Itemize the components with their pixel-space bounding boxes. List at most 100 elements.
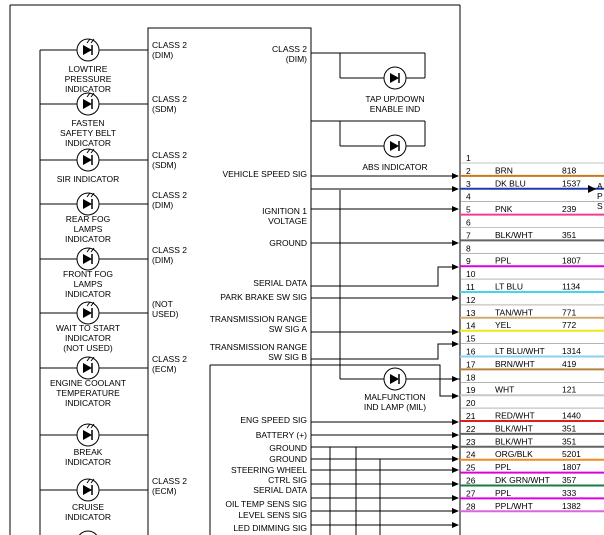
wire-color-label: PPL/WHT [495, 501, 533, 511]
wire-color-label: PPL [495, 256, 511, 266]
wire-color-label: PPL [495, 462, 511, 472]
pin-number: 14 [466, 321, 476, 331]
connector-pin-row: 15 [460, 334, 604, 344]
signal-label: SERIAL DATA [253, 278, 307, 288]
arrow-icon [588, 185, 596, 193]
lamp-circle-partial [78, 530, 98, 535]
wire-color-label: BRN [495, 165, 513, 175]
signal-label: LEVEL SENS SIG [238, 510, 307, 520]
wire-color-label: ORG/BLK [495, 449, 533, 459]
class2-label: CLASS 2(DIM) [152, 245, 187, 265]
diode-symbol [390, 141, 399, 151]
pin-number: 17 [466, 359, 476, 369]
wire-arrow-icon [452, 376, 459, 382]
pin-number: 8 [466, 243, 471, 253]
cluster-module-box [147, 27, 312, 535]
wire-arrow-icon [452, 295, 459, 301]
edge-letter: A [597, 181, 603, 191]
signal-label: ENG SPEED SIG [240, 415, 307, 425]
signal-label: GROUND [269, 443, 307, 453]
indicator-lamp: SIR INDICATOR CLASS 2(SDM) [40, 148, 187, 184]
circuit-number: 357 [562, 475, 576, 485]
wire-color-label: TAN/WHT [495, 307, 533, 317]
wire-arrow-icon [452, 240, 459, 246]
wire-arrow-icon [452, 495, 459, 501]
light-rays [86, 92, 95, 98]
circuit-number: 771 [562, 307, 576, 317]
circuit-number: 1134 [562, 282, 581, 292]
wire-arrow-icon [452, 206, 459, 212]
connector-pin-row: 6 [460, 218, 604, 228]
wire-arrow-icon [452, 481, 459, 487]
wire-color-label: LT BLU/WHT [495, 346, 545, 356]
wire-arrow-icon [452, 444, 459, 450]
wire-color-label: BLK/WHT [495, 230, 533, 240]
pin-number: 13 [466, 308, 476, 318]
diode-symbol [83, 308, 92, 318]
signal-label: BATTERY (+) [256, 430, 307, 440]
light-rays [86, 148, 95, 154]
wire-color-label: LT BLU [495, 282, 523, 292]
class2-label: CLASS 2(SDM) [152, 94, 187, 114]
diode-symbol [390, 73, 399, 83]
circuit-number: 333 [562, 488, 576, 498]
wire-arrow-icon [452, 393, 459, 399]
wire-color-label: PPL [495, 488, 511, 498]
circuit-number: 239 [562, 204, 576, 214]
pin-number: 21 [466, 411, 476, 421]
pin-number: 2 [466, 166, 471, 176]
wire-color-label: DK GRN/WHT [495, 475, 550, 485]
class2-label: CLASS 2(ECM) [152, 476, 187, 496]
edge-letter: P [597, 191, 603, 201]
connector-pin-row: 1 [460, 153, 604, 164]
class2-label: CLASS 2(DIM) [152, 40, 187, 60]
class2-label: CLASS 2(DIM) [152, 190, 187, 210]
pin-number: 1 [466, 153, 471, 163]
class2-label: CLASS 2(ECM) [152, 354, 187, 374]
pin-number: 19 [466, 385, 476, 395]
wire-arrow-icon [452, 264, 459, 270]
connector-pin-row: 11 LT BLU 1134 [460, 282, 604, 293]
light-rays [86, 356, 95, 362]
signal-label: LED DIMMING SIG [233, 523, 307, 533]
signal-label: OIL TEMP SENS SIG [225, 499, 307, 509]
pin-number: 23 [466, 437, 476, 447]
signal-wires [209, 175, 458, 535]
pin-number: 3 [466, 179, 471, 189]
pin-number: 16 [466, 347, 476, 357]
connector-pin-row: 4 [460, 192, 604, 202]
pin-number: 7 [466, 230, 471, 240]
light-rays [86, 301, 95, 307]
wire-color-label: BLK/WHT [495, 436, 533, 446]
circuit-number: 1807 [562, 256, 581, 266]
pin-number: 11 [466, 282, 475, 292]
wire-trans-b [311, 343, 458, 360]
pin-number: 27 [466, 488, 476, 498]
class2-label: CLASS 2(DIM) [272, 44, 307, 64]
